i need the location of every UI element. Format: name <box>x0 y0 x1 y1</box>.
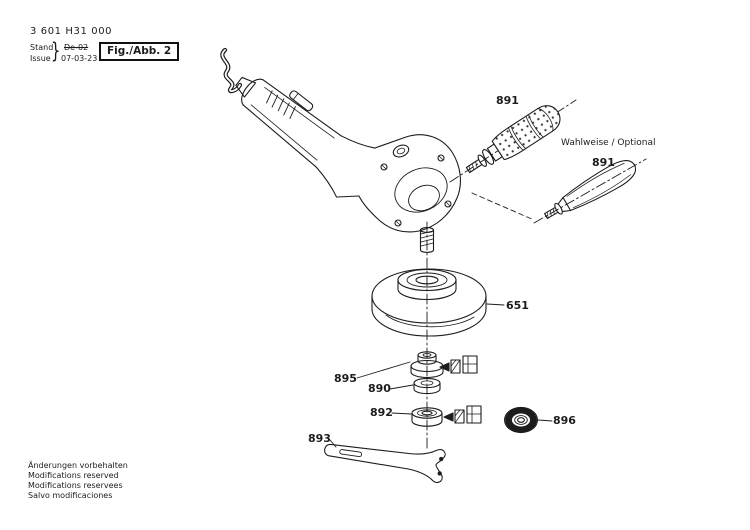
optional-note: Wahlweise / Optional <box>561 138 656 148</box>
revision-stand-value: De-02 <box>64 43 89 52</box>
gear-head <box>336 134 461 233</box>
part-label-wheel-guard: 651 <box>506 299 529 312</box>
leader-lines <box>329 303 553 448</box>
notice-line-en: Modifications reserved <box>28 471 119 480</box>
part-label-aux-handle: 891 <box>496 94 519 107</box>
part-label-flange-set: 895 <box>334 372 357 385</box>
revision-brace: } <box>51 39 61 63</box>
clamp-hardware-upper <box>439 355 478 374</box>
clamping-nut <box>504 406 538 434</box>
pin-spanner <box>324 443 446 483</box>
auxiliary-handle <box>465 105 561 174</box>
motor-housing <box>235 76 376 198</box>
auxiliary-handle-optional <box>544 160 637 219</box>
notice-line-fr: Modifications reservees <box>28 481 123 490</box>
part-label-mounting-flange: 890 <box>368 382 391 395</box>
figure-label: Fig./Abb. 2 <box>99 42 180 61</box>
wheel-guard <box>371 268 487 337</box>
notice-line-de: Änderungen vorbehalten <box>28 461 128 470</box>
part-number: 3 601 H31 000 <box>30 26 113 37</box>
part-label-clamping-flange: 892 <box>370 406 393 419</box>
modifications-notice: Änderungen vorbehalten Modifications res… <box>28 461 128 501</box>
mounting-flange-stack <box>410 351 444 395</box>
part-label-clamping-nut: 896 <box>553 414 576 427</box>
notice-line-es: Salvo modificaciones <box>28 491 113 500</box>
part-label-pin-spanner: 893 <box>308 432 331 445</box>
revision-stand-label: Stand <box>30 43 54 52</box>
center-axis-lines <box>426 99 647 449</box>
revision-issue-value: 07-03-23 <box>61 54 98 63</box>
part-label-aux-handle-optional: 891 <box>592 156 615 169</box>
power-cord <box>220 47 243 94</box>
clamp-hardware-lower <box>443 405 482 424</box>
clamping-flange <box>411 407 443 427</box>
revision-issue-label: Issue <box>30 54 51 63</box>
